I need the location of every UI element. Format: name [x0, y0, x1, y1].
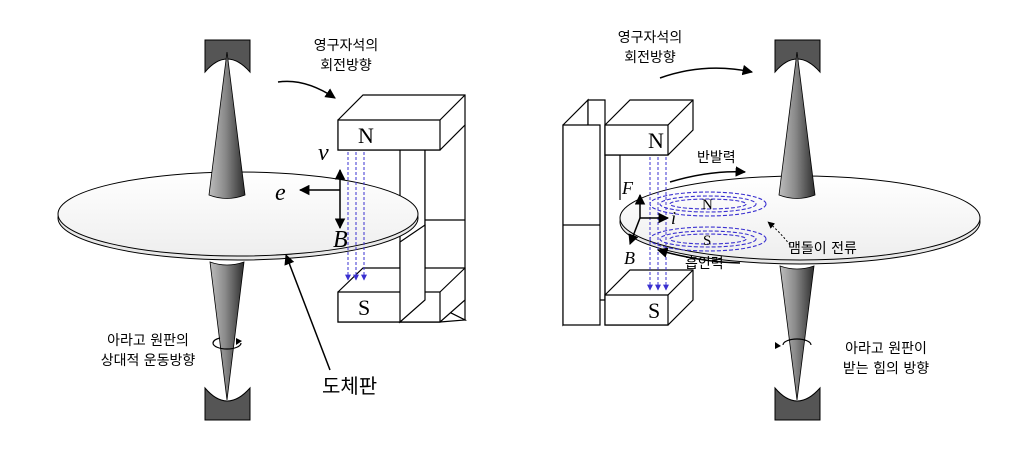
- right-panel: N S N S F i B 반발력 흡인력 맴돌이 전류 영구자석의 회전방향: [562, 30, 981, 421]
- i-label: i: [671, 208, 676, 228]
- magnet-rotation-arrow: [277, 80, 336, 99]
- eddy-n-label: N: [702, 197, 713, 213]
- b-label-right: B: [624, 248, 635, 268]
- f-label: F: [621, 178, 634, 198]
- conductor-disk-right: [619, 175, 981, 265]
- repulsion-label: 반발력: [697, 150, 736, 166]
- disk-force-line1: 아라고 원판이: [845, 341, 927, 357]
- pole-n-right: N: [648, 128, 664, 153]
- horseshoe-magnet-right: [562, 98, 694, 327]
- magnet-rotation-right-line2: 회전방향: [624, 50, 676, 66]
- eddy-s-label: S: [703, 233, 711, 249]
- left-panel: v e B N S 영구자석의 회전방향 아라고 원판의 상대적 운동방향 도체…: [57, 38, 468, 421]
- conductor-label: 도체판: [322, 374, 377, 398]
- disk-force-line2: 받는 힘의 방향: [843, 361, 929, 377]
- bottom-bracket: [204, 386, 251, 421]
- pole-s: S: [358, 295, 370, 320]
- eddy-current-label: 맴돌이 전류: [788, 241, 857, 257]
- attraction-label: 흡인력: [685, 256, 724, 272]
- velocity-arrows: [298, 168, 346, 230]
- disk-motion-line2: 상대적 운동방향: [101, 353, 196, 369]
- e-label: e: [275, 180, 286, 206]
- v-label: v: [318, 140, 329, 166]
- spindle-bottom: [209, 261, 245, 401]
- eddy-current-loops: [649, 191, 767, 252]
- b-label: B: [333, 227, 348, 253]
- magnet-rotation-right-line1: 영구자석의: [618, 30, 682, 46]
- conductor-disk: [57, 171, 419, 261]
- magnetic-field-lines: [345, 152, 367, 281]
- pole-n: N: [358, 123, 374, 148]
- magnet-rotation-line2: 회전방향: [320, 58, 372, 74]
- pole-s-right: S: [648, 298, 660, 323]
- disk-motion-line1: 아라고 원판의: [107, 333, 189, 349]
- spindle-top: [208, 51, 246, 199]
- disk-rotation-arrow: [212, 337, 242, 350]
- magnet-rotation-line1: 영구자석의: [314, 38, 378, 54]
